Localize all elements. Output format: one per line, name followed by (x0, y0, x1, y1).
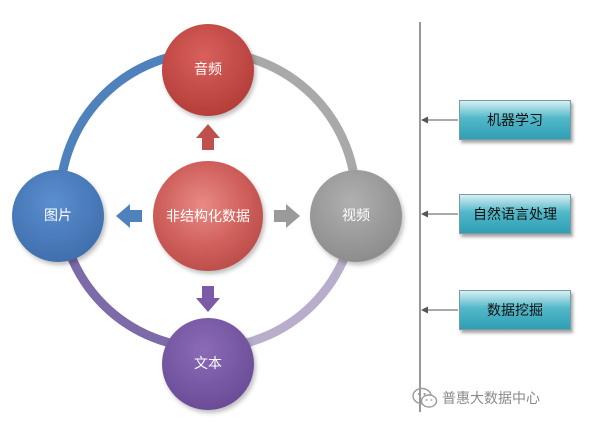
box-machine-learning: 机器学习 (459, 100, 571, 140)
box-nlp: 自然语言处理 (459, 194, 571, 234)
pointer-arrowhead-3 (421, 306, 428, 314)
box-data-mining: 数据挖掘 (459, 290, 571, 330)
arrow-down-icon (196, 286, 220, 312)
node-audio (162, 24, 254, 116)
watermark: 普惠大数据中心 (412, 387, 540, 409)
pointer-arrowhead-1 (421, 116, 428, 124)
node-audio-label: 音频 (194, 61, 222, 78)
box-nlp-label: 自然语言处理 (473, 207, 557, 223)
node-video-label: 视频 (342, 208, 370, 224)
arrow-right-icon (274, 204, 300, 228)
wechat-icon (412, 387, 438, 408)
node-image (12, 170, 104, 262)
watermark-text: 普惠大数据中心 (442, 391, 540, 407)
node-text-label: 文本 (194, 356, 222, 372)
node-image-label: 图片 (44, 208, 72, 224)
center-node-label: 非结构化数据 (166, 209, 250, 225)
box-machine-learning-label: 机器学习 (487, 113, 543, 129)
node-text (162, 318, 254, 410)
arrow-left-icon (116, 204, 142, 228)
pointer-arrowhead-2 (421, 210, 428, 218)
center-node (153, 161, 263, 271)
arrow-up-icon (196, 124, 220, 150)
node-video (310, 170, 402, 262)
box-data-mining-label: 数据挖掘 (487, 303, 543, 319)
